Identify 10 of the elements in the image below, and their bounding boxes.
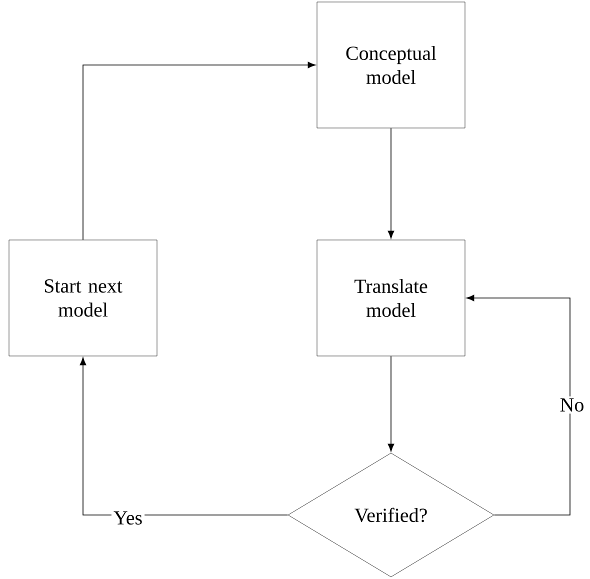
arrow: [466, 294, 570, 516]
edge-label: Yes: [111, 509, 145, 527]
arrow: [388, 128, 394, 239]
process-box: Conceptual model: [316, 2, 466, 128]
edge-label: No: [558, 396, 586, 414]
arrow: [80, 357, 288, 516]
arrow: [388, 356, 394, 452]
process-box: Start next model: [8, 240, 158, 356]
arrow: [82, 62, 316, 240]
process-box: Translate model: [316, 240, 466, 356]
